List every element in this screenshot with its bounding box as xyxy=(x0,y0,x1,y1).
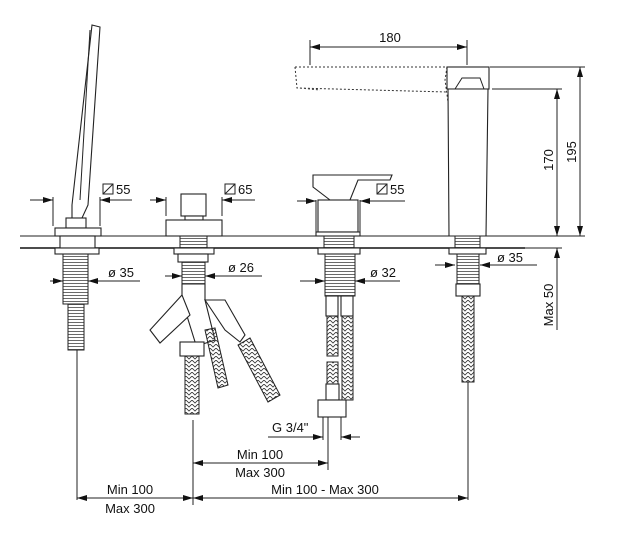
dim-connection: G 3/4" xyxy=(268,420,360,440)
handshower xyxy=(54,24,102,500)
dim-hole-diameters: ø 35 ø 26 ø 32 ø 35 xyxy=(50,250,537,284)
dim-label-170: 170 xyxy=(541,149,556,171)
dim-label-handshower-max: Max 300 xyxy=(105,501,155,516)
dim-label-180: 180 xyxy=(379,30,401,45)
diverter xyxy=(149,193,281,415)
mixer xyxy=(312,174,393,470)
dim-label-max-50: Max 50 xyxy=(541,284,556,327)
dim-label-diverter-base: 65 xyxy=(238,182,252,197)
countertop xyxy=(20,235,525,249)
dim-spout-height: 195 170 Max 50 xyxy=(490,66,585,330)
dim-label-diverter-hole: ø 26 xyxy=(228,260,254,275)
dim-label-spout-hole: ø 35 xyxy=(497,250,523,265)
dim-label-handshower-hole: ø 35 xyxy=(108,265,134,280)
dim-label-195: 195 xyxy=(564,141,579,163)
dim-label-overall-spacing: Min 100 - Max 300 xyxy=(271,482,379,497)
dim-label-mixer-max: Max 300 xyxy=(235,465,285,480)
dim-label-handshower-base: 55 xyxy=(116,182,130,197)
dim-label-mixer-min: Min 100 xyxy=(237,447,283,462)
dim-base-sizes: 55 65 55 xyxy=(30,182,405,232)
dim-label-mixer-hole: ø 32 xyxy=(370,265,396,280)
spout xyxy=(294,66,490,500)
dim-label-handshower-min: Min 100 xyxy=(107,482,153,497)
dim-label-mixer-base: 55 xyxy=(390,182,404,197)
dim-spacings: Min 100 Max 300 Min 100 Max 300 Min 100 … xyxy=(77,420,468,516)
dim-spout-reach: 180 xyxy=(309,30,468,65)
dim-label-connection: G 3/4" xyxy=(272,420,309,435)
